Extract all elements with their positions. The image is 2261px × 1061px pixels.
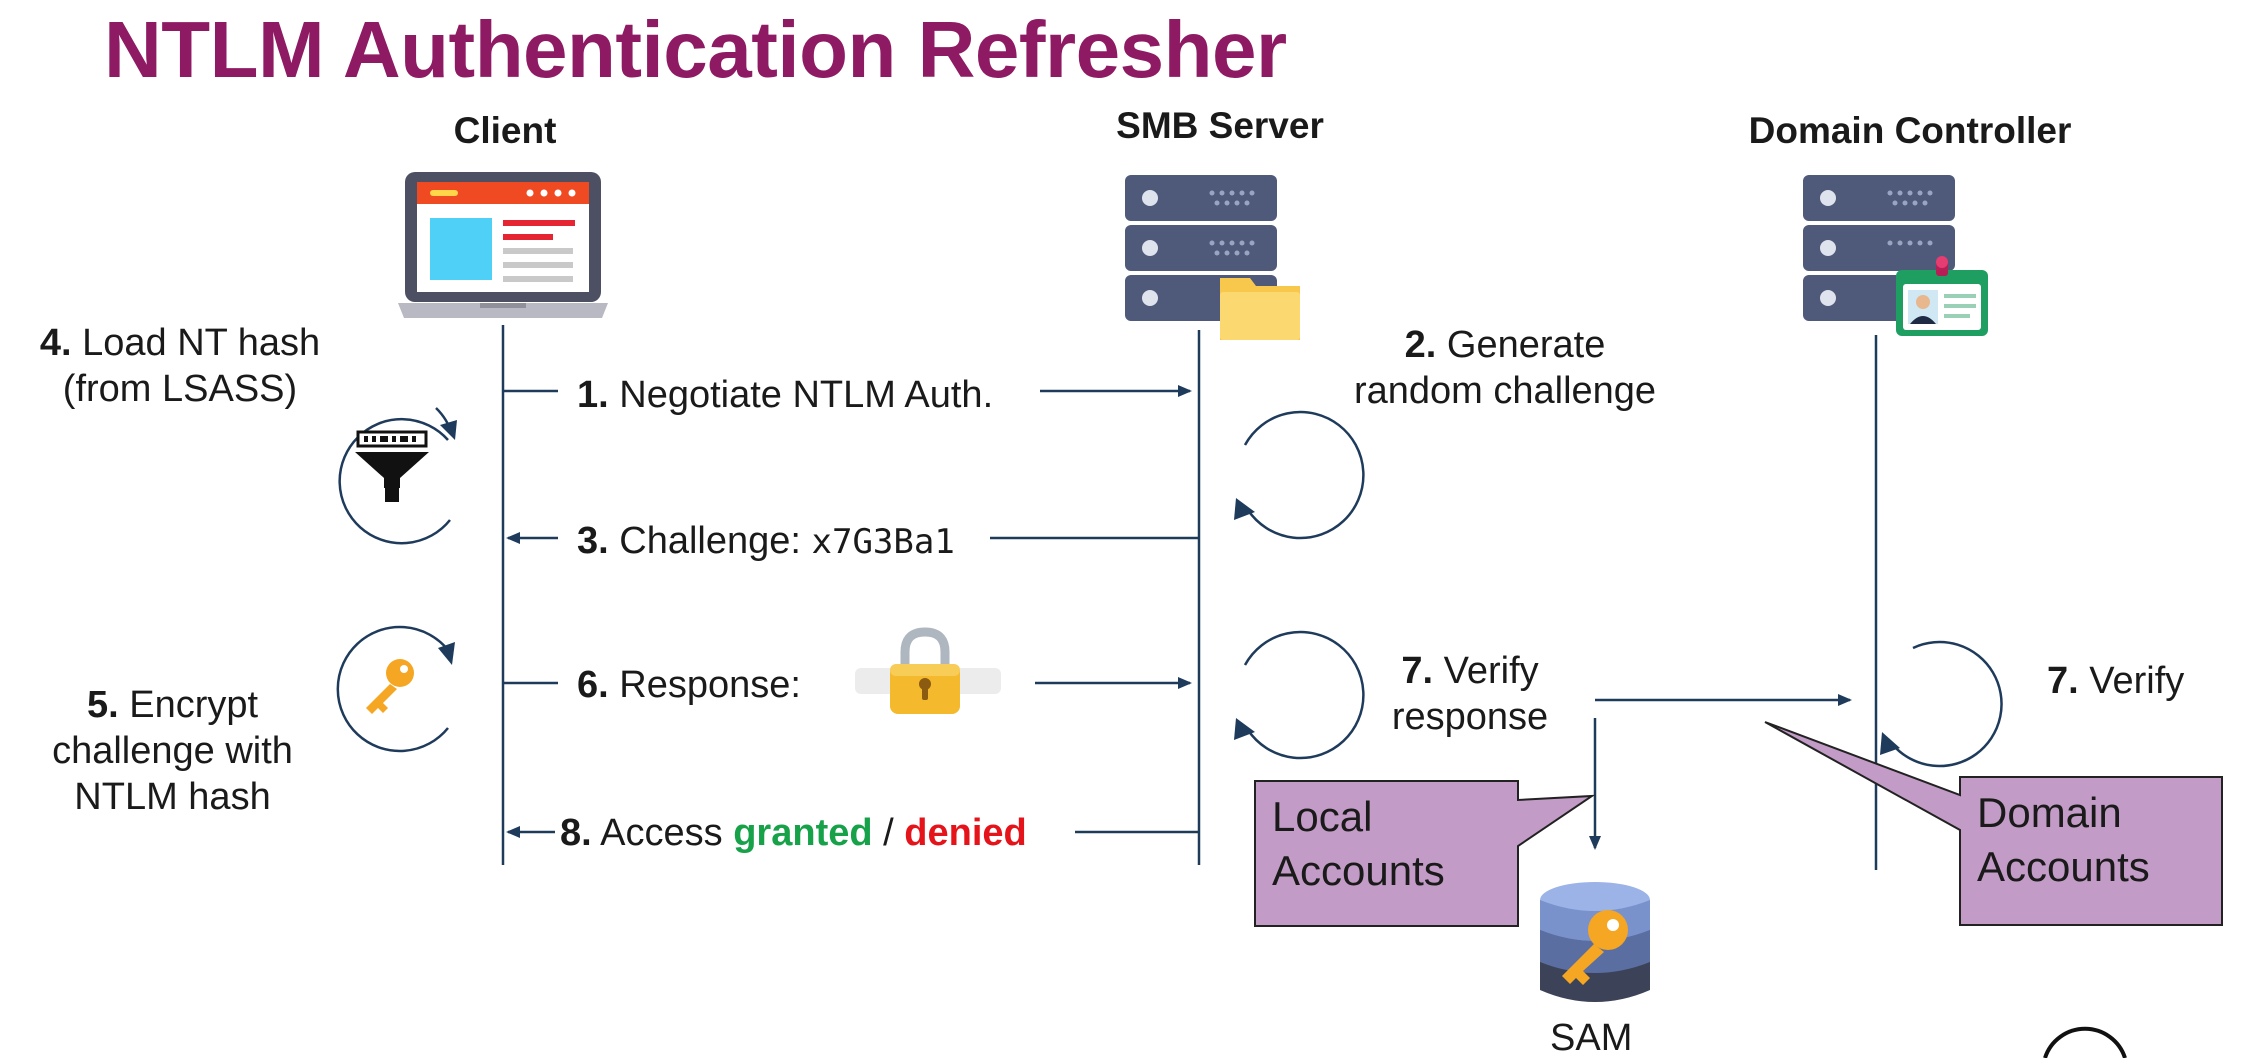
step5-label: 5. Encrypt challenge with NTLM hash <box>52 684 293 818</box>
step8-label: 8. Access granted / denied <box>560 812 1027 854</box>
local-accounts-text: Local Accounts <box>1272 793 1445 894</box>
client-header: Client <box>453 110 557 151</box>
key-icon <box>366 659 414 714</box>
smb-server-header: SMB Server <box>1116 105 1324 146</box>
sam-label: SAM <box>1550 1017 1633 1059</box>
funnel-icon <box>355 430 429 502</box>
step6-label: 6. Response: <box>577 664 801 706</box>
step7-verify-response-label: 7. Verify response <box>1391 650 1549 738</box>
challenge-value: x7G3Ba1 <box>811 522 955 562</box>
verify-response-cycle-icon <box>1243 630 1365 760</box>
step1-label: 1. Negotiate NTLM Auth. <box>577 374 994 416</box>
generate-challenge-cycle-icon <box>1243 410 1365 540</box>
step2-label: 2. Generate random challenge <box>1353 324 1657 412</box>
padlock-icon <box>855 627 1001 714</box>
local-accounts-callout <box>1254 780 1596 927</box>
domain-accounts-text: Domain Accounts <box>1977 789 2150 890</box>
granted-text: granted <box>733 812 873 854</box>
encrypt-cycle-icon <box>336 625 449 753</box>
corner-logo-fragment <box>2043 1026 2127 1058</box>
page-title: NTLM Authentication Refresher <box>104 5 1287 94</box>
server-folder-icon <box>1125 175 1300 340</box>
step3-label: 3. Challenge: x7G3Ba1 <box>577 520 955 562</box>
laptop-icon <box>398 172 608 318</box>
domain-accounts-callout <box>1764 721 2223 926</box>
server-badge-icon <box>1803 175 1988 336</box>
step7-dc-verify-label: 7. Verify <box>2047 660 2185 702</box>
denied-text: denied <box>904 812 1027 854</box>
domain-controller-header: Domain Controller <box>1748 110 2072 151</box>
step4-label: 4. Load NT hash (from LSASS) <box>39 322 321 410</box>
database-key-icon <box>1540 882 1650 1002</box>
dc-verify-cycle-icon <box>1892 640 2003 768</box>
